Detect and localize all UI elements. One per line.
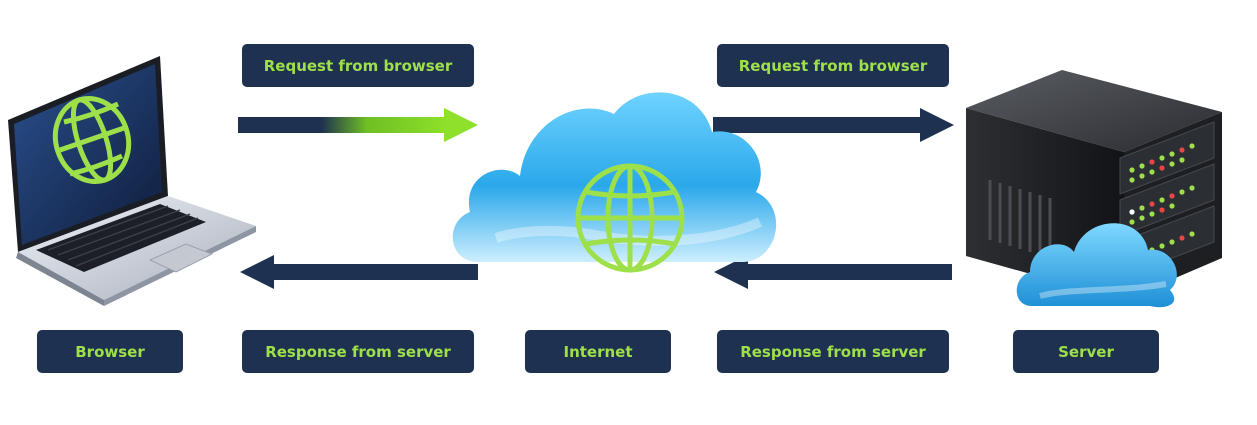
cloud-globe-icon <box>452 92 777 273</box>
request-label-left: Request from browser <box>242 44 474 87</box>
response-label-left: Response from server <box>242 330 474 373</box>
request-arrow-right <box>713 108 954 142</box>
node-label-internet: Internet <box>525 330 671 373</box>
node-label-server: Server <box>1013 330 1159 373</box>
node-label-browser: Browser <box>37 330 183 373</box>
request-arrow-left <box>238 108 478 142</box>
laptop-globe-icon <box>8 56 256 306</box>
response-arrow-left <box>240 255 478 289</box>
request-label-right: Request from browser <box>717 44 949 87</box>
response-label-right: Response from server <box>717 330 949 373</box>
response-arrow-right <box>714 255 952 289</box>
server-cloud-icon <box>966 70 1222 308</box>
